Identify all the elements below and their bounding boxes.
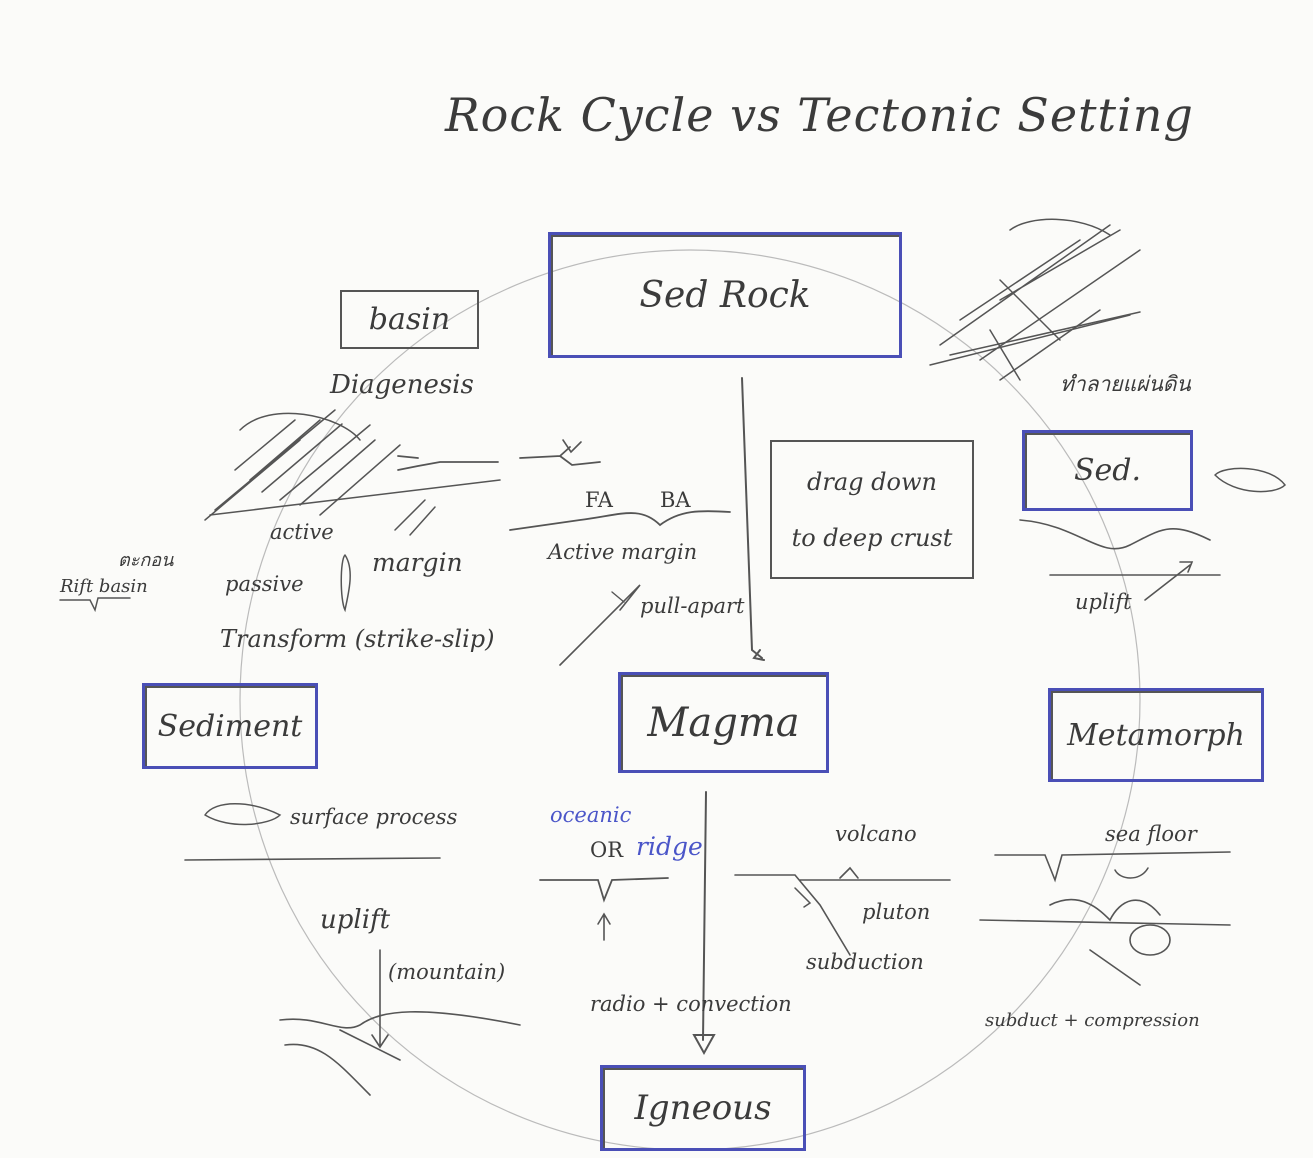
oceanic-label: oceanic: [550, 803, 632, 827]
pull-apart-label: pull-apart: [640, 594, 745, 618]
sediment-box: Sediment: [142, 683, 318, 769]
sed-right-label: Sed.: [1073, 453, 1142, 488]
magma-box: Magma: [618, 672, 829, 773]
or-label: OR: [590, 838, 624, 862]
mountain-label: (mountain): [388, 960, 506, 984]
active-margin-label: Active margin: [548, 540, 698, 564]
basin-label: basin: [368, 302, 451, 337]
sed-right-box: Sed.: [1022, 430, 1193, 511]
sea-floor-label: sea floor: [1105, 822, 1197, 846]
thai-note-right: ทำลายแผ่นดิน: [1060, 372, 1191, 396]
subduction-label: subduction: [806, 950, 924, 974]
drag-down-line2: to deep crust: [791, 523, 953, 552]
subduction-compression-label: subduct + compression: [985, 1010, 1200, 1031]
left-hatch-scribble: [204, 409, 401, 521]
metamorph-label: Metamorph: [1067, 717, 1245, 753]
radio-convection-label: radio + convection: [590, 992, 792, 1016]
pluton-label: pluton: [862, 900, 931, 924]
sed-rock-box: Sed Rock: [548, 232, 902, 358]
passive-label: passive: [225, 572, 304, 596]
diagenesis-label: Diagenesis: [330, 370, 474, 400]
transform-label: Transform (strike-slip): [220, 625, 495, 653]
fa-label: FA: [585, 488, 613, 512]
magma-to-igneous-line: [702, 791, 707, 1041]
igneous-box: Igneous: [600, 1065, 806, 1151]
uplift-left-label: uplift: [320, 905, 391, 935]
right-hatch-scribble: [929, 218, 1141, 381]
uplift-right-label: uplift: [1075, 590, 1132, 614]
active-label: active: [270, 520, 334, 544]
volcano-label: volcano: [835, 822, 917, 846]
igneous-arrow: [692, 1034, 716, 1056]
metamorph-box: Metamorph: [1048, 688, 1264, 782]
rift-basin-label: Rift basin: [60, 576, 148, 597]
sedrock-to-magma-line: [741, 377, 763, 659]
thai-note-left: ตะกอน: [118, 550, 174, 571]
igneous-label: Igneous: [634, 1088, 772, 1128]
drag-down-line1: drag down: [807, 467, 937, 496]
magma-label: Magma: [647, 699, 800, 746]
margin-left-label: margin: [372, 548, 463, 577]
basin-box: basin: [340, 290, 479, 349]
sediment-label: Sediment: [157, 708, 303, 744]
sed-rock-label: Sed Rock: [639, 274, 811, 316]
surface-process-label: surface process: [290, 805, 458, 829]
ba-label: BA: [660, 488, 691, 512]
diagram-title: Rock Cycle vs Tectonic Setting: [445, 88, 1194, 142]
ridge-label: ridge: [636, 832, 703, 861]
drag-down-box: drag down to deep crust: [770, 440, 974, 579]
